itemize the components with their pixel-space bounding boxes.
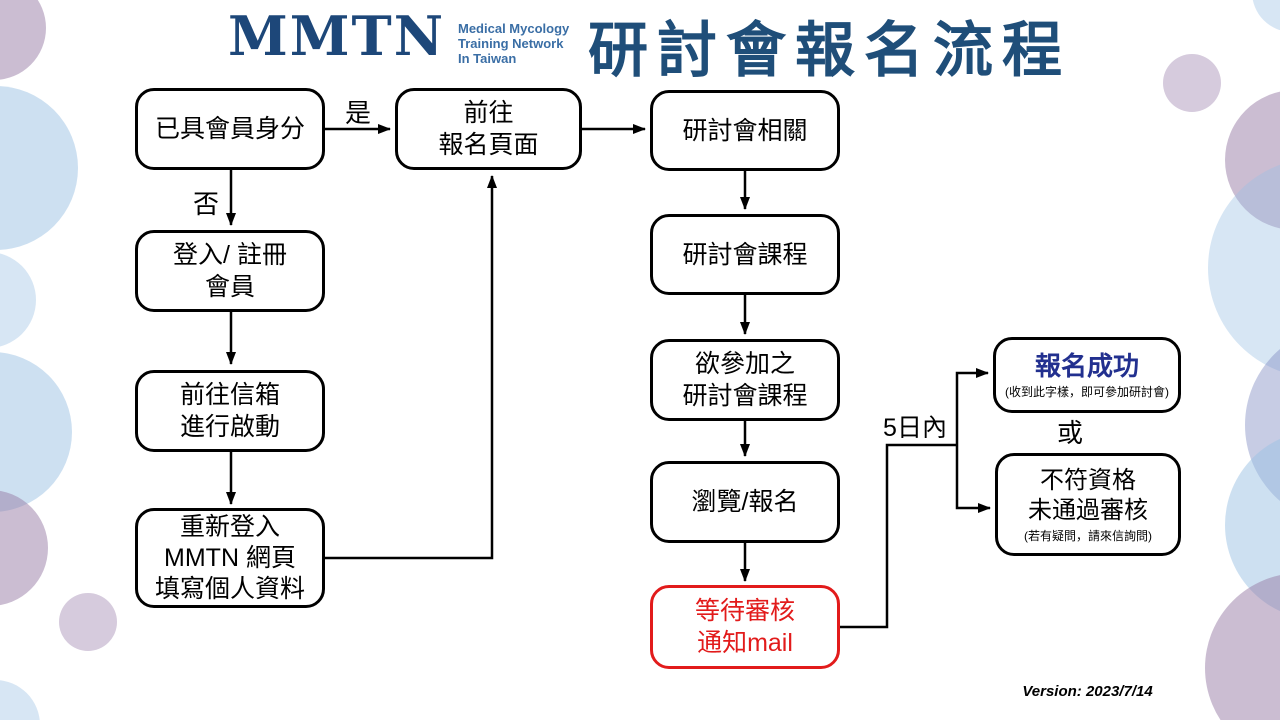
tagline-line: Medical Mycology: [458, 21, 570, 36]
tagline-line: Training Network: [458, 36, 564, 51]
flow-node-login: 登入/ 註冊 會員: [135, 230, 325, 312]
node-line: 會員: [204, 273, 255, 301]
edge-label-yes: 是: [344, 98, 371, 128]
node-line: 瀏覽/報名: [691, 488, 799, 516]
node-note: (若有疑問，請來信詢問): [1024, 528, 1152, 543]
decor-circle: [0, 86, 78, 250]
node-line: 等待審核: [694, 597, 795, 625]
flow-node-success: 報名成功 (收到此字樣，即可參加研討會): [993, 337, 1181, 413]
flow-node-browse-register: 瀏覽/報名: [650, 461, 840, 543]
flow-node-relogin: 重新登入 MMTN 網頁 填寫個人資料: [135, 508, 325, 608]
node-line: 前往信箱: [179, 381, 280, 409]
node-line: 研討會相關: [682, 116, 808, 145]
node-line: 研討會課程: [682, 240, 808, 269]
node-line: 前往: [463, 99, 514, 127]
connector-wait-branch: [840, 443, 957, 629]
page-title: 研討會報名流程: [588, 17, 1071, 84]
decor-circle: [0, 680, 40, 720]
decor-circle: [1208, 158, 1280, 378]
flow-node-fail: 不符資格 未通過審核 (若有疑問，請來信詢問): [995, 453, 1181, 556]
decor-circle: [1163, 54, 1221, 112]
decor-circle: [0, 0, 46, 80]
decor-circle: [59, 593, 117, 651]
version-text: Version: 2023/7/14: [1022, 683, 1153, 700]
node-line: 報名頁面: [438, 131, 539, 159]
connector-branch-success: [955, 368, 989, 445]
flow-node-member: 已具會員身分: [135, 88, 325, 170]
node-note: (收到此字樣，即可參加研討會): [1005, 385, 1169, 399]
node-line: MMTN 網頁: [164, 543, 296, 572]
edge-label-or: 或: [1056, 418, 1083, 448]
flow-node-wait-review: 等待審核 通知mail: [650, 585, 840, 669]
flow-node-seminar-related: 研討會相關: [650, 90, 840, 171]
flow-node-desired-course: 欲參加之 研討會課程: [650, 339, 840, 421]
decor-circle: [0, 490, 48, 606]
node-line: 報名成功: [1034, 351, 1139, 381]
node-line: 未通過審核: [1028, 496, 1148, 524]
decor-circle: [0, 352, 72, 512]
node-line: 通知mail: [697, 629, 793, 657]
node-line: 已具會員身分: [154, 115, 305, 143]
node-line: 研討會課程: [682, 382, 808, 410]
node-line: 不符資格: [1040, 466, 1136, 494]
connector-branch-fail: [955, 445, 991, 513]
edge-label-within-days: 5日內: [883, 414, 947, 442]
flow-node-seminar-courses: 研討會課程: [650, 214, 840, 295]
mmtn-logo: MMTN: [228, 4, 446, 68]
node-line: 登入/ 註冊: [173, 241, 287, 269]
edge-label-no: 否: [192, 189, 219, 219]
tagline-line: In Taiwan: [458, 51, 517, 66]
mmtn-logo-tagline: Medical Mycology Training Network In Tai…: [458, 21, 569, 66]
connector-relogin-registerpage: [325, 175, 497, 560]
node-line: 重新登入: [179, 512, 280, 541]
node-line: 進行啟動: [179, 413, 280, 441]
node-line: 欲參加之: [694, 350, 795, 378]
decor-circle: [1252, 0, 1280, 32]
flow-node-mailbox: 前往信箱 進行啟動: [135, 370, 325, 452]
decor-circle: [1205, 573, 1280, 720]
decor-circle: [0, 252, 36, 348]
node-line: 填寫個人資料: [154, 574, 305, 603]
flow-node-register-page: 前往 報名頁面: [395, 88, 582, 170]
